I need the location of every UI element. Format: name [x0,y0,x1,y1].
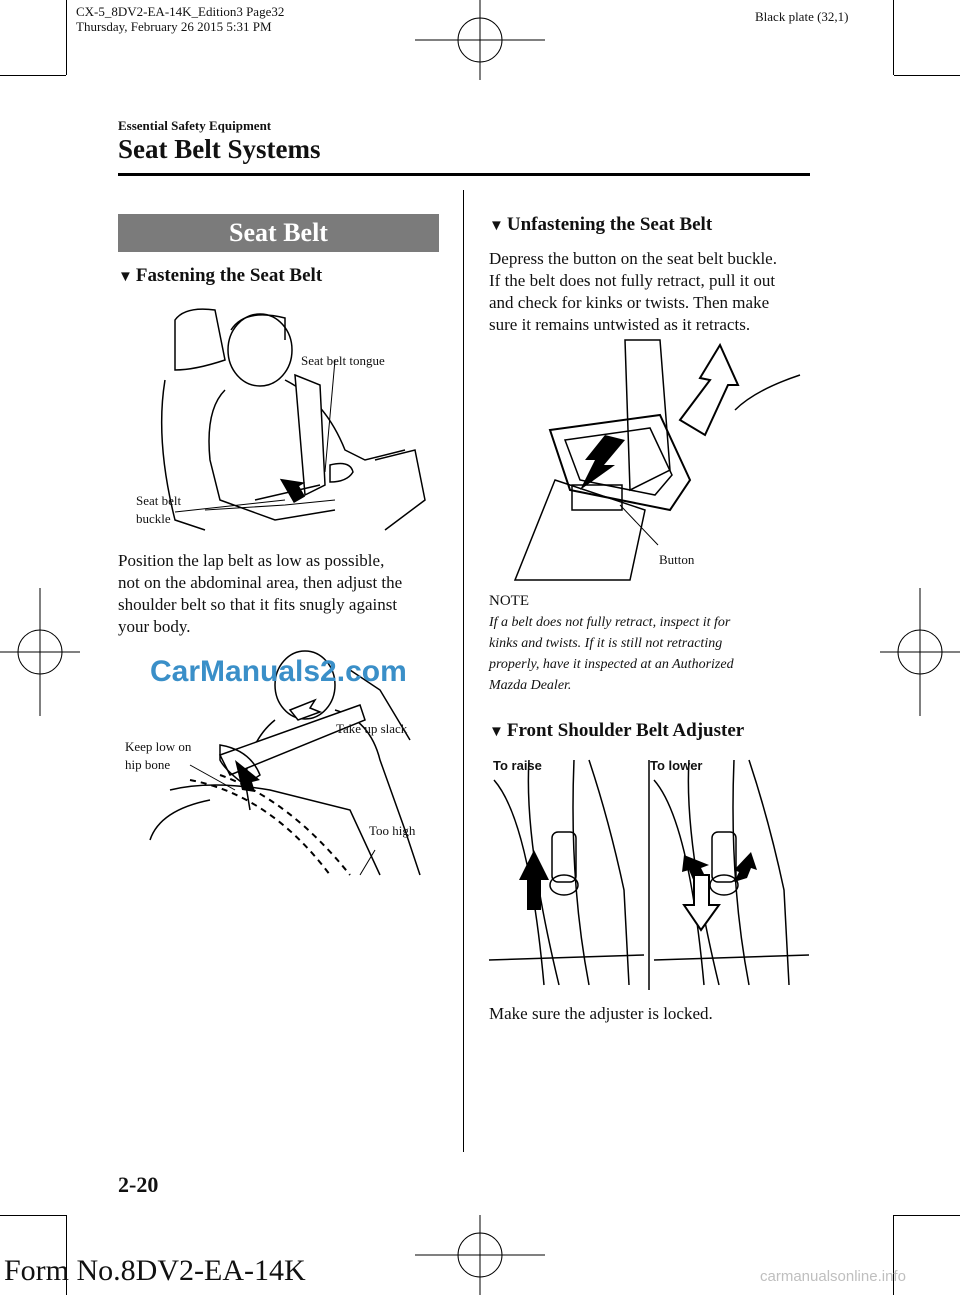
title-rule [118,173,810,176]
triangle-bullet-icon: ▼ [489,724,504,740]
plate-label: Black plate (32,1) [755,9,849,24]
label-line: hip bone [125,757,171,772]
fastening-paragraph: Position the lap belt as low as possible… [118,550,402,638]
crop-mark [0,75,66,76]
label-line: Seat belt [136,493,182,508]
column-divider [463,190,464,1152]
label-button: Button [659,552,695,567]
crop-mark [66,1215,67,1295]
note-line: properly, have it inspected at an Author… [489,657,734,672]
paragraph-line: not on the abdominal area, then adjust t… [118,573,403,592]
note-text: If a belt does not fully retract, inspec… [489,612,734,696]
note-line: kinks and twists. If it is still not ret… [489,636,723,651]
paragraph-line: Position the lap belt as low as possible… [118,551,385,570]
label-take-up-slack: Take up slack [336,721,408,736]
note-line: Mazda Dealer. [489,678,572,693]
crop-mark [893,1215,894,1295]
label-seat-belt-buckle: Seat belt buckle [136,492,181,528]
print-slug-line: Thursday, February 26 2015 5:31 PM [76,19,272,34]
subheading-fastening: ▼Fastening the Seat Belt [118,265,322,287]
section-banner: Seat Belt [118,214,439,252]
crop-mark [894,1215,960,1216]
label-line: buckle [136,511,171,526]
crop-mark [894,75,960,76]
buckle-release-illustration [513,339,801,581]
paragraph-line: shoulder belt so that it fits snugly aga… [118,595,398,614]
crop-mark [893,0,894,75]
label-seat-belt-tongue: Seat belt tongue [301,353,385,368]
watermark-carmanuals: CarManuals2.com [150,655,407,688]
paragraph-line: your body. [118,617,191,636]
unfastening-paragraph: Depress the button on the seat belt buck… [489,248,777,336]
note-heading: NOTE [489,593,529,609]
label-keep-low: Keep low on hip bone [125,738,191,774]
subheading-text: Unfastening the Seat Belt [506,214,713,235]
label-line: Keep low on [125,739,192,754]
print-slug-line: CX-5_8DV2-EA-14K_Edition3 Page32 [76,4,285,19]
fastening-illustration [160,308,426,531]
subheading-text: Front Shoulder Belt Adjuster [506,720,745,741]
label-too-high: Too high [369,823,416,838]
lap-belt-illustration [149,650,421,876]
subheading-text: Fastening the Seat Belt [135,265,323,286]
page-number: 2-20 [118,1172,159,1197]
crop-mark [66,0,67,75]
triangle-bullet-icon: ▼ [489,218,504,234]
closing-sentence: Make sure the adjuster is locked. [489,1004,713,1023]
form-number: Form No.8DV2-EA-14K [4,1254,306,1287]
label-to-lower: To lower [650,758,703,773]
watermark-site: carmanualsonline.info [760,1268,906,1285]
paragraph-line: If the belt does not fully retract, pull… [489,271,776,290]
note-line: If a belt does not fully retract, inspec… [489,615,731,630]
crop-mark [0,1215,66,1216]
section-label: Essential Safety Equipment [118,118,272,133]
paragraph-line: Depress the button on the seat belt buck… [489,249,777,268]
print-slug: CX-5_8DV2-EA-14K_Edition3 Page32 Thursda… [76,4,284,34]
subheading-unfastening: ▼Unfastening the Seat Belt [489,214,712,236]
label-to-raise: To raise [493,758,542,773]
paragraph-line: and check for kinks or twists. Then make [489,293,770,312]
subheading-shoulder-adjuster: ▼Front Shoulder Belt Adjuster [489,720,744,742]
triangle-bullet-icon: ▼ [118,269,133,285]
shoulder-adjuster-illustration [488,759,810,991]
paragraph-line: sure it remains untwisted as it retracts… [489,315,751,334]
page-title: Seat Belt Systems [118,134,321,164]
